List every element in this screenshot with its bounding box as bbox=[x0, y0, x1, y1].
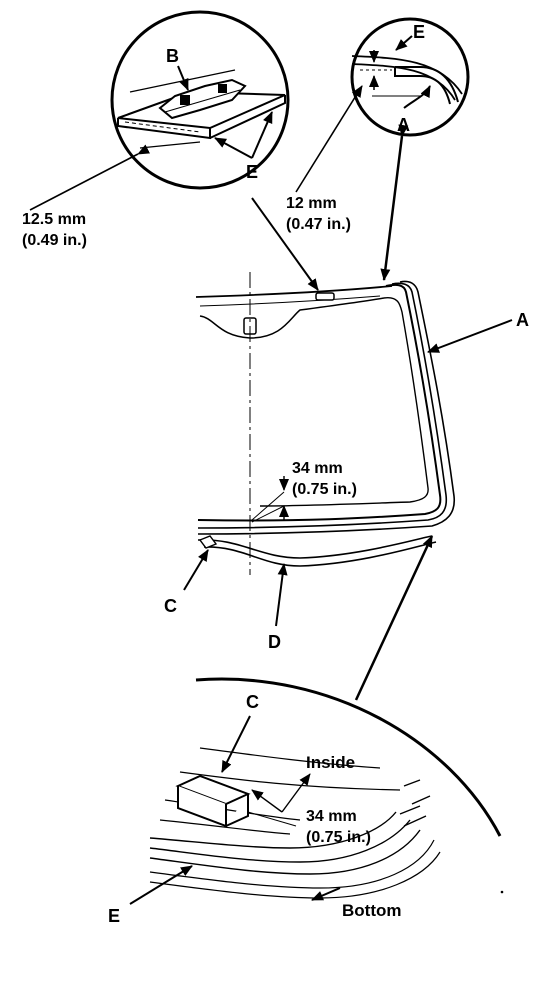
label-c-mid: C bbox=[164, 596, 177, 616]
windshield bbox=[195, 272, 456, 575]
dim-mid-in: (0.75 in.) bbox=[292, 481, 357, 498]
dim-left-mm: 12.5 mm bbox=[22, 211, 86, 228]
dim-left-in: (0.49 in.) bbox=[22, 232, 87, 249]
label-b: B bbox=[166, 46, 179, 66]
dim-bottom-in: (0.75 in.) bbox=[306, 829, 371, 846]
label-e-bottom: E bbox=[108, 906, 120, 926]
corner-detail-circle bbox=[350, 17, 470, 137]
dim-bottom-mm: 34 mm bbox=[306, 808, 357, 825]
label-a-right: A bbox=[516, 310, 529, 330]
dim-right-mm: 12 mm bbox=[286, 195, 337, 212]
label-d: D bbox=[268, 632, 281, 652]
label-inside: Inside bbox=[306, 753, 355, 772]
label-e-top: E bbox=[413, 22, 425, 42]
dim-mid-mm: 34 mm bbox=[292, 460, 343, 477]
dim-right-in: (0.47 in.) bbox=[286, 216, 351, 233]
bottom-detail bbox=[129, 677, 504, 905]
label-e-clip: E bbox=[246, 162, 258, 182]
clip-detail-circle bbox=[110, 10, 290, 190]
label-a-top: A bbox=[397, 115, 410, 135]
label-bottom-direction: Bottom bbox=[342, 901, 401, 920]
label-c-bottom: C bbox=[246, 692, 259, 712]
